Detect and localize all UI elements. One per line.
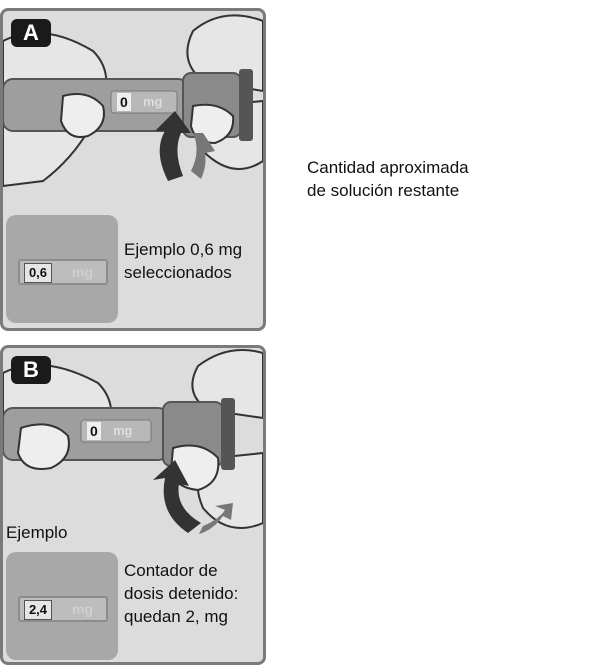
pen-illustration-b — [3, 349, 263, 534]
caption-b-line1: Contador de — [124, 561, 218, 580]
dose-counter-value: 0,6 — [24, 263, 52, 283]
pen-illustration-a — [3, 14, 263, 188]
remaining-note-line2: de solución restante — [307, 181, 460, 200]
caption-b: Contador de dosis detenido: quedan 2, mg — [124, 559, 263, 628]
dose-counter-value: 2,4 — [24, 600, 52, 620]
caption-a: Ejemplo 0,6 mg seleccionados — [124, 238, 263, 284]
step-badge-b: B — [11, 356, 51, 384]
pen-dose-readout-a: 0 mg — [115, 93, 175, 111]
pen-counter-unit: mg — [143, 94, 163, 109]
pen-counter-value: 0 — [87, 422, 101, 440]
panel-a: 0 mg A 0,6 mg Ejemplo 0,6 mg seleccionad… — [0, 8, 266, 331]
dose-counter-unit: mg — [72, 264, 93, 280]
caption-b-line2: dosis detenido: — [124, 584, 239, 603]
dose-counter-a: 0,6 mg — [18, 259, 108, 285]
remaining-note-line1: Cantidad aproximada — [307, 158, 469, 177]
dose-counter-inset-b: 2,4 mg — [6, 552, 118, 660]
step-badge-a: A — [11, 19, 51, 47]
dose-counter-unit: mg — [72, 601, 93, 617]
example-label: Ejemplo — [6, 523, 68, 542]
caption-b-line3: quedan 2, mg — [124, 607, 228, 626]
caption-a-line1: Ejemplo 0,6 mg — [124, 240, 243, 259]
dose-counter-inset-a: 0,6 mg — [6, 215, 118, 323]
dose-counter-b: 2,4 mg — [18, 596, 108, 622]
pen-counter-unit: mg — [113, 423, 133, 438]
caption-a-line2: seleccionados — [124, 263, 232, 282]
pen-counter-value: 0 — [117, 93, 131, 111]
remaining-solution-note: Cantidad aproximada de solución restante — [307, 156, 567, 202]
panel-b: 0 mg B Ejemplo 2,4 mg Contador de dosis … — [0, 345, 266, 665]
pen-dose-readout-b: 0 mg — [85, 422, 149, 440]
